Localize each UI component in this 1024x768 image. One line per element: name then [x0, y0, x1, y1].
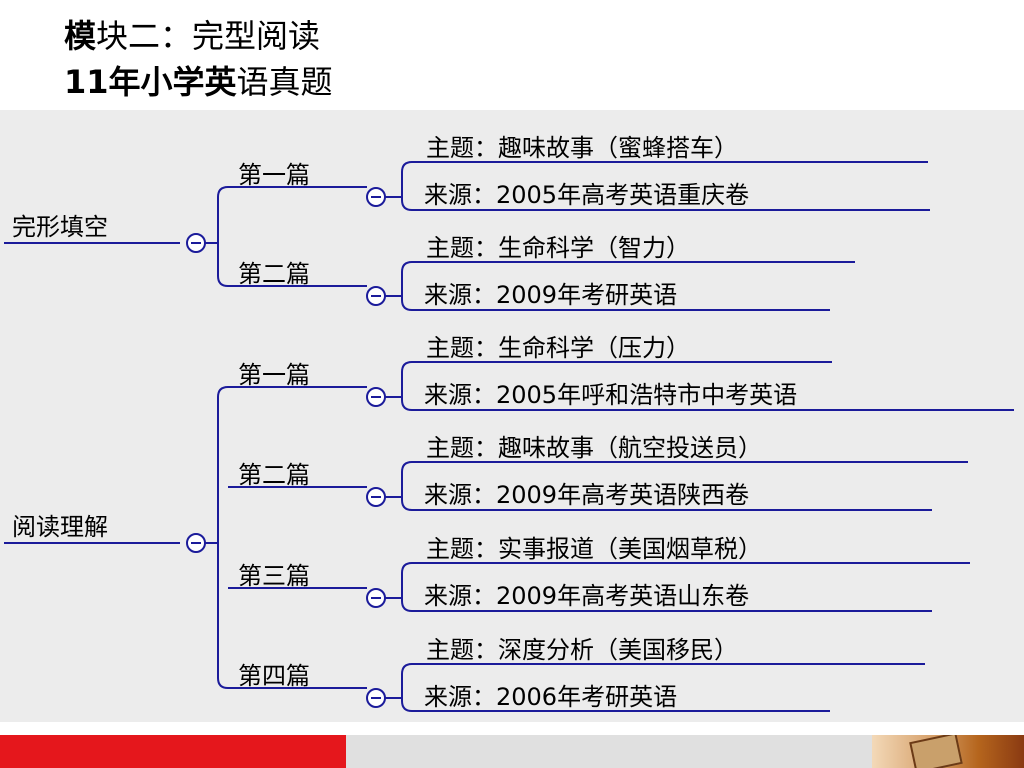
mind-map: 完形填空 第一篇 主题：趣味故事（蜜蜂搭车） 来源：2005年高考英语重庆卷 第… [0, 110, 1024, 722]
title-line-2-rest: 语真题 [236, 63, 333, 101]
category-branch-connector [217, 186, 229, 287]
title-line-1-rest: 块二：完型阅读 [96, 17, 321, 55]
cloze-passage-1-topic: 主题：趣味故事（蜜蜂搭车） [426, 134, 738, 162]
title-line-2-bold: 11年小学英 [64, 63, 237, 101]
cloze-passage-2-topic: 主题：生命科学（智力） [426, 234, 690, 262]
reading-passage-2-label: 第二篇 [238, 461, 310, 489]
mind-map-connectors [4, 161, 1014, 712]
reading-passage-1-topic: 主题：生命科学（压力） [426, 334, 690, 362]
passage-branch-connector [401, 361, 413, 411]
category-branch-connector [217, 386, 229, 689]
passage-branch-connector [401, 562, 413, 612]
footer-grey-band [346, 735, 876, 768]
slide-title-line-1: 模块二：完型阅读 [64, 16, 320, 56]
seal-icon [909, 735, 963, 768]
passage-branch-connector [401, 663, 413, 712]
reading-passage-4-source: 来源：2006年考研英语 [424, 683, 678, 711]
passage-branch-connector [401, 261, 413, 311]
reading-passage-1-label: 第一篇 [238, 361, 310, 389]
slide-title-line-2: 11年小学英语真题 [64, 62, 333, 102]
passage-branch-connector [401, 161, 413, 211]
category-cloze-label: 完形填空 [12, 213, 108, 241]
reading-passage-2-source: 来源：2009年高考英语陕西卷 [424, 481, 750, 509]
footer-logo-image [872, 735, 1024, 768]
category-reading-label: 阅读理解 [12, 513, 108, 541]
footer-bar [0, 735, 1024, 768]
reading-passage-4-label: 第四篇 [238, 662, 310, 690]
cloze-passage-2-source: 来源：2009年考研英语 [424, 281, 678, 309]
reading-passage-4-topic: 主题：深度分析（美国移民） [426, 636, 738, 664]
reading-passage-3-topic: 主题：实事报道（美国烟草税） [426, 535, 762, 563]
reading-passage-1-source: 来源：2005年呼和浩特市中考英语 [424, 381, 798, 409]
cloze-passage-1-source: 来源：2005年高考英语重庆卷 [424, 181, 750, 209]
title-line-1-bold: 模 [64, 17, 97, 55]
passage-branch-connector [401, 461, 413, 511]
cloze-passage-1-label: 第一篇 [238, 161, 310, 189]
footer-red-band [0, 735, 346, 768]
reading-passage-3-source: 来源：2009年高考英语山东卷 [424, 582, 750, 610]
reading-passage-3-label: 第三篇 [238, 562, 310, 590]
cloze-passage-2-label: 第二篇 [238, 260, 310, 288]
reading-passage-2-topic: 主题：趣味故事（航空投送员） [426, 434, 762, 462]
